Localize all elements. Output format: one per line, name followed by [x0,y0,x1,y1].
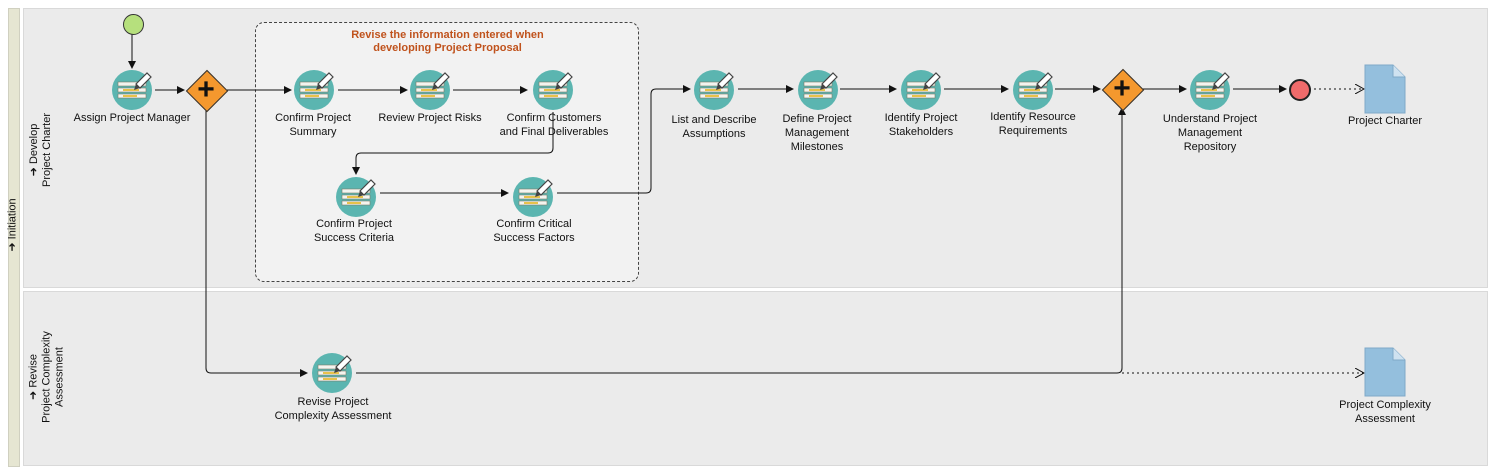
lane-revise-project-complexity [23,291,1488,466]
task-label: Review Project Risks [378,112,482,124]
task-label: Assign Project Manager [73,112,191,124]
task-assign-project-manager[interactable] [111,69,153,111]
task-identify-stakeholders[interactable] [900,69,942,111]
flow-complexity-gateway [356,107,1126,374]
task-define-milestones[interactable] [797,69,839,111]
group-revise-information [255,22,639,282]
task-confirm-project-summary[interactable] [293,69,335,111]
pool-header [8,8,20,467]
task-confirm-success-criteria[interactable] [335,176,377,218]
task-understand-repository[interactable] [1189,69,1231,111]
end-event[interactable] [1289,79,1311,101]
flow-gateway-complexity [205,111,308,377]
plus-icon: + [197,73,215,106]
start-event[interactable] [123,14,144,35]
flow-factors-assumptions [557,85,691,194]
task-confirm-customers[interactable] [532,69,574,111]
task-confirm-critical-factors[interactable] [512,176,554,218]
document-label: Project Charter [1348,115,1422,127]
group-title: Revise the information entered when deve… [351,29,544,54]
task-list-assumptions[interactable] [693,69,735,111]
document-icon[interactable] [1364,347,1406,397]
document-icon[interactable] [1364,64,1406,114]
task-review-project-risks[interactable] [409,69,451,111]
task-revise-complexity-assessment[interactable] [311,352,353,394]
flow-customers-criteria [352,112,554,175]
plus-icon: + [1113,72,1131,105]
task-identify-resources[interactable] [1012,69,1054,111]
